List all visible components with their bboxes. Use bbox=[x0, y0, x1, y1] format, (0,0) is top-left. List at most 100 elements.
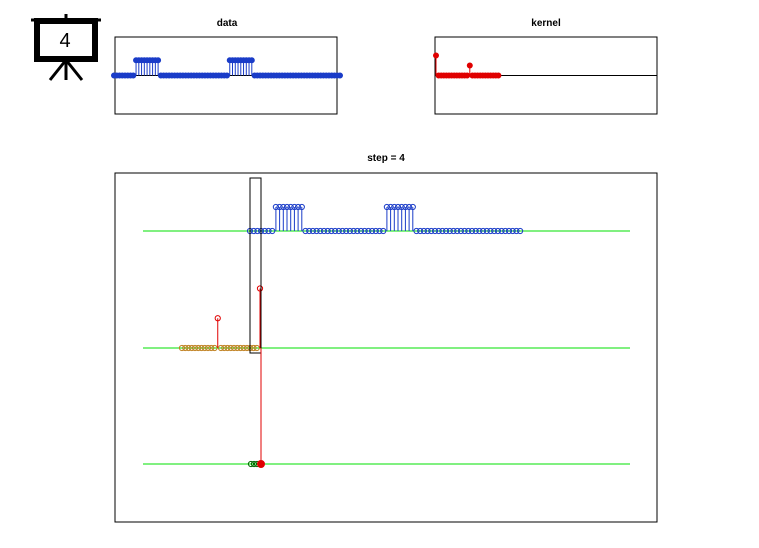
data-row-point bbox=[394, 203, 402, 211]
kernel-row-point bbox=[227, 344, 234, 352]
data-row-point bbox=[302, 227, 309, 235]
data-row-point bbox=[250, 227, 257, 235]
data-row-point bbox=[472, 227, 479, 235]
step-chart-frame bbox=[114, 172, 658, 523]
kernel-row-point bbox=[224, 344, 231, 352]
kernel-row-point bbox=[250, 344, 257, 352]
data-row-point bbox=[261, 227, 268, 235]
data-row-point bbox=[498, 227, 505, 235]
data-row-point bbox=[502, 227, 509, 235]
data-chart-plot bbox=[111, 57, 343, 79]
data-row-point bbox=[446, 227, 453, 235]
step-badge-label: 4 bbox=[59, 30, 70, 52]
data-row-point bbox=[354, 227, 361, 235]
kernel-row-point bbox=[211, 344, 218, 352]
data-row-point bbox=[480, 227, 487, 235]
kernel-row-point bbox=[182, 344, 189, 352]
kernel-row-point bbox=[240, 344, 247, 352]
result-current-point bbox=[257, 460, 265, 468]
data-row-point bbox=[494, 227, 501, 235]
data-row-point bbox=[380, 227, 387, 235]
kernel-row-point bbox=[256, 285, 264, 292]
data-row-point bbox=[487, 227, 494, 235]
data-row-point bbox=[509, 227, 516, 235]
data-row-point bbox=[439, 227, 446, 235]
data-row-point bbox=[398, 203, 405, 211]
kernel-point bbox=[433, 52, 439, 59]
kernel-row-point bbox=[178, 344, 186, 352]
data-row-point bbox=[287, 203, 294, 211]
data-row-point bbox=[457, 227, 464, 235]
data-row-point bbox=[346, 227, 353, 235]
data-row-point bbox=[417, 227, 424, 235]
data-row-point bbox=[443, 227, 450, 235]
kernel-row-point bbox=[198, 344, 205, 352]
data-point bbox=[130, 72, 137, 79]
data-row-point bbox=[513, 227, 520, 235]
data-row-point bbox=[332, 227, 339, 235]
data-row-point bbox=[413, 227, 420, 235]
data-row-point bbox=[491, 227, 498, 235]
sliding-window-box bbox=[249, 177, 262, 354]
data-row-point bbox=[391, 203, 398, 211]
data-row-point bbox=[343, 227, 350, 235]
kernel-row-point bbox=[230, 344, 238, 352]
data-row-point bbox=[306, 227, 313, 235]
data-row-point bbox=[468, 227, 476, 235]
kernel-row-point bbox=[201, 344, 208, 352]
kernel-row-point bbox=[253, 344, 260, 352]
data-row-point bbox=[406, 203, 413, 211]
data-row-point bbox=[483, 227, 490, 235]
kernel-row-point bbox=[185, 344, 192, 352]
kernel-row-point bbox=[214, 315, 221, 322]
data-row-point bbox=[372, 227, 379, 235]
presentation-board-icon bbox=[31, 14, 101, 81]
data-row-point bbox=[276, 203, 283, 211]
data-row-point bbox=[505, 227, 513, 235]
data-row-point bbox=[424, 227, 431, 235]
data-row-point bbox=[283, 203, 291, 211]
result-row-series bbox=[247, 460, 265, 468]
data-row-series bbox=[246, 203, 524, 235]
result-point bbox=[250, 460, 258, 468]
kernel-point bbox=[466, 62, 473, 69]
data-row-point bbox=[365, 227, 372, 235]
data-row-point bbox=[291, 203, 298, 211]
data-row-point bbox=[409, 203, 416, 211]
kernel-row-point bbox=[191, 344, 199, 352]
kernel-row-point bbox=[234, 344, 241, 352]
kernel-row-point bbox=[237, 344, 244, 352]
data-row-point bbox=[517, 227, 524, 235]
data-row-point bbox=[335, 227, 342, 235]
kernel-chart-title: kernel bbox=[531, 18, 561, 29]
data-point bbox=[248, 57, 255, 64]
data-row-point bbox=[476, 227, 483, 235]
data-row-point bbox=[383, 203, 390, 211]
data-row-point bbox=[450, 227, 457, 235]
kernel-row-point bbox=[195, 344, 202, 352]
data-row-point bbox=[465, 227, 472, 235]
step-chart-title: step = 4 bbox=[367, 153, 405, 164]
kernel-row-point bbox=[221, 344, 228, 352]
data-row-point bbox=[324, 227, 331, 235]
data-row-point bbox=[428, 227, 435, 235]
kernel-point bbox=[464, 72, 471, 79]
data-row-point bbox=[369, 227, 376, 235]
data-row-point bbox=[376, 227, 383, 235]
data-row-point bbox=[320, 227, 328, 235]
data-row-point bbox=[357, 227, 365, 235]
data-row-point bbox=[265, 227, 272, 235]
data-row-point bbox=[298, 203, 305, 211]
data-row-point bbox=[280, 203, 287, 211]
kernel-row-point bbox=[188, 344, 195, 352]
data-row-point bbox=[309, 227, 316, 235]
result-point bbox=[247, 460, 255, 468]
kernel-row-series bbox=[178, 285, 264, 352]
data-row-point bbox=[350, 227, 357, 235]
data-chart-title: data bbox=[217, 18, 238, 29]
data-row-point bbox=[317, 227, 324, 235]
data-point bbox=[155, 57, 162, 64]
data-row-point bbox=[402, 203, 409, 211]
step-chart-plot bbox=[143, 177, 630, 468]
